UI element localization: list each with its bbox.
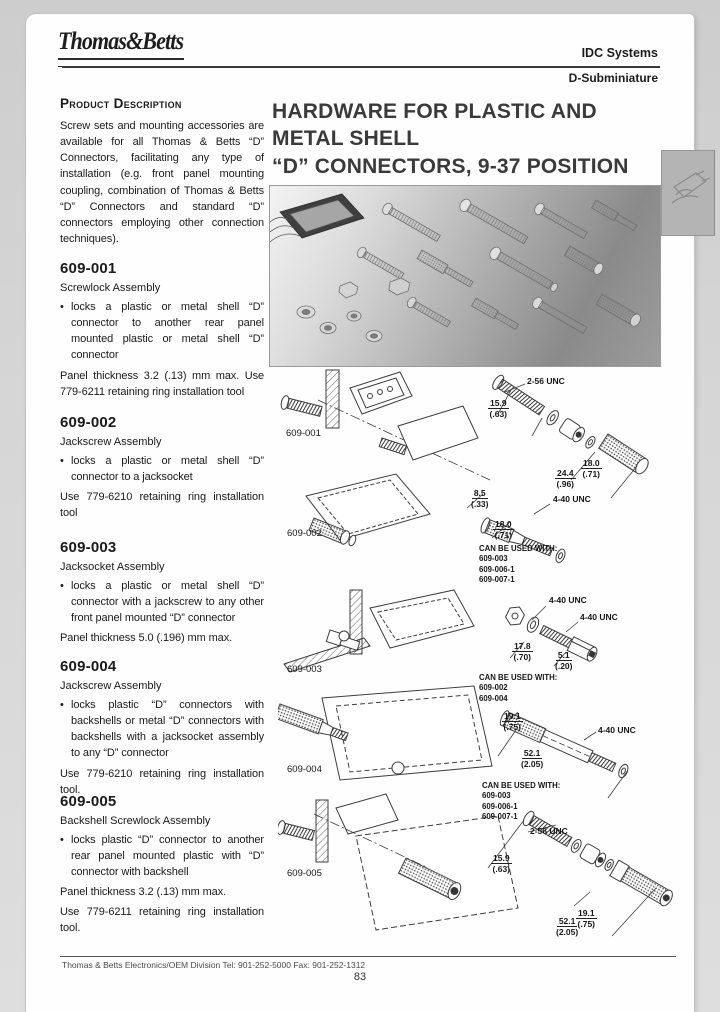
assembly-name: Jacksocket Assembly xyxy=(60,561,165,573)
diagram-label-609-002: 609-002 xyxy=(287,528,322,539)
section-note: Use 779-6210 retaining ring installation… xyxy=(60,491,264,520)
dimension: 52.1(2.05) xyxy=(521,748,544,769)
exploded-609-003 xyxy=(505,606,598,662)
footer-rule xyxy=(60,956,676,957)
sketch-609-004 xyxy=(278,685,493,781)
exploded-sleeve xyxy=(598,433,649,475)
dimension: 15.9(.63) xyxy=(488,398,509,419)
title-line-3: “D” CONNECTORS, 9-37 POSITION xyxy=(272,154,629,178)
diagram-label-609-003: 609-003 xyxy=(287,664,322,675)
dimension: 18.0(.71) xyxy=(493,519,514,540)
feature-bullet: locks a plastic or metal shell “D” conne… xyxy=(60,453,264,485)
exploded-609-001 xyxy=(492,374,596,449)
product-description-text: Screw sets and mounting accessories are … xyxy=(60,120,264,246)
thread-callout: 4-40 UNC xyxy=(553,494,591,504)
sketch-609-001 xyxy=(280,369,491,481)
part-number: 609-001 xyxy=(60,260,117,277)
assembly-name: Jackscrew Assembly xyxy=(60,436,162,448)
part-number: 609-002 xyxy=(60,414,117,431)
sketch-609-003 xyxy=(283,589,475,673)
edge-tab-sketch xyxy=(671,170,711,204)
page-title: HARDWARE FOR PLASTIC AND METAL SHELL “D”… xyxy=(272,98,672,180)
thread-callout: 4-40 UNC xyxy=(549,595,587,605)
section-note: Use 779-6211 retaining ring installation… xyxy=(60,905,264,934)
sketch-609-005 xyxy=(278,793,519,931)
header-rule xyxy=(62,66,660,68)
section-note: Use 779-6210 retaining ring installation… xyxy=(60,767,264,796)
product-photo xyxy=(270,186,660,366)
title-line-2: METAL SHELL xyxy=(272,127,420,151)
header-division: IDC Systems xyxy=(581,46,658,60)
section-note: Panel thickness 3.2 (.13) mm max. xyxy=(60,886,227,899)
part-number: 609-003 xyxy=(60,539,117,556)
feature-bullet: locks a plastic or metal shell “D” conne… xyxy=(60,578,264,626)
compat-list: CAN BE USED WITH: 609-003 609-006-1 609-… xyxy=(482,781,561,821)
section-note: Panel thickness 3.2 (.13) mm max. Use 77… xyxy=(60,369,264,398)
section-609-005: 609-005 Backshell Screwlock Assembly loc… xyxy=(60,793,264,936)
feature-bullet: locks plastic “D” connector to another r… xyxy=(60,832,264,880)
thread-callout: 4-40 UNC xyxy=(598,725,636,735)
title-line-1: HARDWARE FOR PLASTIC AND xyxy=(272,100,597,123)
technical-diagrams: 609-001 2-56 UNC 15.9(.63) 609-002 18.0(… xyxy=(278,368,715,958)
section-609-001: 609-001 Screwlock Assembly locks a plast… xyxy=(60,260,264,400)
dimension: 8.5(.33) xyxy=(471,488,489,509)
exploded-609-005 xyxy=(522,810,673,907)
dimension: 19.1(.75) xyxy=(502,711,523,732)
dimension: 19.1(.75) xyxy=(576,908,597,929)
thread-callout: 2-56 UNC xyxy=(530,826,568,836)
part-number: 609-004 xyxy=(60,658,117,675)
part-number: 609-005 xyxy=(60,793,117,810)
thomas-betts-logo: Thomas&Betts xyxy=(58,28,184,55)
dimension: 17.8(.70) xyxy=(512,641,533,662)
feature-bullet: locks a plastic or metal shell “D” conne… xyxy=(60,299,264,364)
assembly-name: Screwlock Assembly xyxy=(60,282,161,294)
diagram-label-609-005: 609-005 xyxy=(287,868,322,879)
thread-callout: 4-40 UNC xyxy=(580,612,618,622)
dimension: 15.9(.63) xyxy=(491,853,512,874)
thread-callout: 2-56 UNC xyxy=(527,376,565,386)
feature-bullet: locks plastic “D” connectors with backsh… xyxy=(60,697,264,762)
product-description-block: Product Description Screw sets and mount… xyxy=(60,96,264,247)
footer-contact: Thomas & Betts Electronics/OEM Division … xyxy=(62,960,366,970)
sketch-609-002 xyxy=(305,473,431,547)
dimension: 18.0(.71) xyxy=(581,458,602,479)
assembly-name: Jackscrew Assembly xyxy=(60,680,162,692)
diagram-lineart xyxy=(278,369,673,937)
product-photo-parts xyxy=(270,193,641,342)
diagram-label-609-001: 609-001 xyxy=(286,428,321,439)
section-609-003: 609-003 Jacksocket Assembly locks a plas… xyxy=(60,539,264,647)
dimension: 52.1(2.05) xyxy=(556,916,579,937)
header-product-family: D-Subminiature xyxy=(568,71,658,85)
diagram-label-609-004: 609-004 xyxy=(287,764,322,775)
compat-list: CAN BE USED WITH: 609-002 609-004 xyxy=(479,673,558,703)
section-609-002: 609-002 Jackscrew Assembly locks a plast… xyxy=(60,414,264,522)
section-note: Panel thickness 5.0 (.196) mm max. xyxy=(60,632,233,645)
assembly-name: Backshell Screwlock Assembly xyxy=(60,815,211,827)
page-number: 83 xyxy=(353,971,367,983)
section-609-004: 609-004 Jackscrew Assembly locks plastic… xyxy=(60,658,264,798)
dimension: 24.4(.96) xyxy=(555,468,576,489)
product-description-heading: Product Description xyxy=(60,96,182,111)
edge-tab-thumbnail xyxy=(661,150,715,236)
dimension: 5.1(.20) xyxy=(555,650,573,671)
compat-list: CAN BE USED WITH: 609-003 609-006-1 609-… xyxy=(479,544,558,584)
